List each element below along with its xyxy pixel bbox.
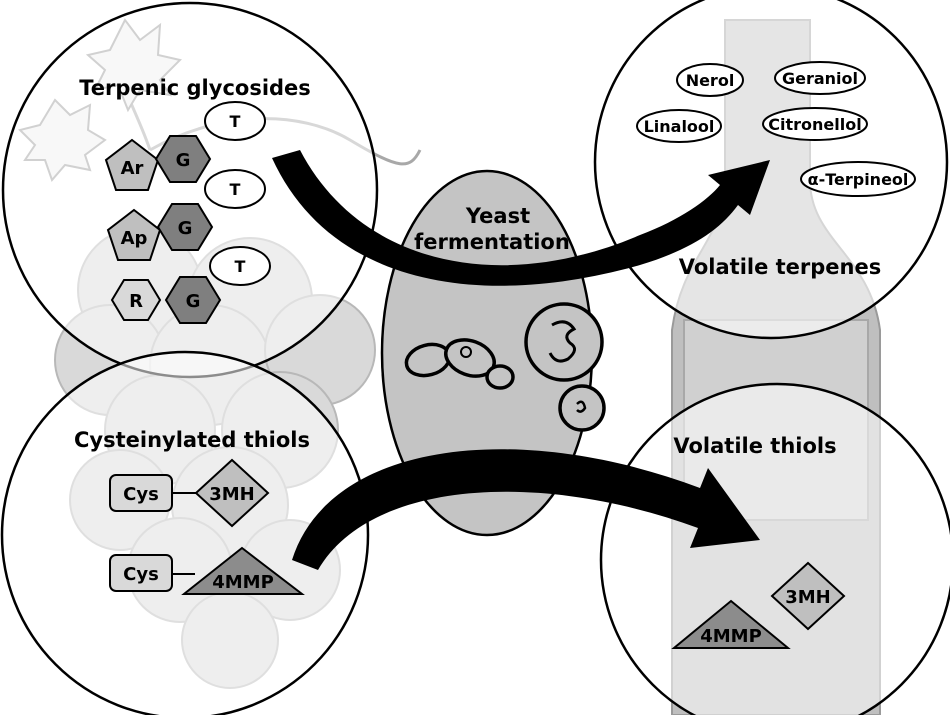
terpenic-glycosides-title: Terpenic glycosides [79, 76, 311, 100]
volatile-thiols-title: Volatile thiols [673, 434, 836, 458]
svg-text:Cys: Cys [123, 484, 159, 505]
svg-text:4MMP: 4MMP [212, 572, 274, 593]
glucose-hexagon [164, 276, 222, 324]
svg-text:Geraniol: Geraniol [782, 69, 858, 88]
sugar-label: G [176, 150, 191, 171]
terpene-label: T [230, 180, 241, 199]
terpenic-glycosides-panel: Terpenic glycosides T Ar G T Ap G T R G [1, 1, 379, 379]
free-3mh-diamond [770, 561, 846, 631]
cysteinylated-thiols-panel: Cysteinylated thiols Cys 3MH Cys 4MMP [0, 350, 370, 715]
cysteinylated-thiols-title: Cysteinylated thiols [74, 428, 310, 452]
cys-4mmp-conjugate: Cys 4MMP [109, 546, 305, 595]
volatile-thiols-panel: Volatile thiols 3MH 4MMP [599, 382, 950, 715]
compound-geraniol: Geraniol [774, 61, 866, 95]
apiose-pentagon [106, 208, 162, 261]
compound-nerol: Nerol [676, 63, 744, 97]
thiol-4mmp-triangle [181, 546, 305, 595]
volatile-terpenes-panel: Nerol Geraniol Linalool Citronellol α-Te… [593, 0, 949, 340]
glucose-hexagon [154, 135, 212, 183]
terpene-label: T [230, 112, 241, 131]
compound-alpha-terpineol: α-Terpineol [800, 161, 916, 197]
budding-yeast-icon [404, 338, 515, 390]
aglycone-label: R [129, 291, 143, 312]
glycoside-row-2: T Ap G [106, 169, 266, 261]
curved-arrow-top [272, 150, 770, 286]
svg-text:3MH: 3MH [209, 484, 255, 505]
curved-arrow-bottom [292, 449, 760, 570]
yeast-ascus-icon [524, 302, 606, 432]
cys-3mh-conjugate: Cys 3MH [109, 458, 270, 528]
free-4mmp-triangle [671, 599, 791, 649]
glucose-hexagon [156, 203, 214, 251]
yeast-label-line1: Yeast [465, 204, 530, 228]
terpene-ellipse [209, 246, 271, 286]
aglycone-label: Ap [121, 228, 148, 249]
compound-linalool: Linalool [636, 109, 722, 143]
sugar-label: G [178, 218, 193, 239]
rhamnose-hexagon [110, 279, 162, 321]
glycoside-row-1: T Ar G [104, 101, 266, 191]
svg-text:3MH: 3MH [785, 587, 831, 608]
yeast-label-line2: fermentation [414, 230, 570, 254]
arrow-thiols-release [292, 449, 760, 570]
thiol-3mh-diamond [194, 458, 270, 528]
svg-text:α-Terpineol: α-Terpineol [808, 170, 909, 189]
svg-text:Citronellol: Citronellol [768, 115, 861, 134]
arrow-terpenes-release [272, 150, 770, 286]
arabinose-pentagon [104, 138, 160, 191]
compound-citronellol: Citronellol [762, 107, 868, 141]
cysteinylated-thiols-circle [0, 350, 370, 715]
volatile-terpenes-title: Volatile terpenes [679, 255, 882, 279]
svg-text:4MMP: 4MMP [700, 626, 762, 647]
terpene-label: T [235, 257, 246, 276]
svg-text:Cys: Cys [123, 564, 159, 585]
volatile-thiols-circle [599, 382, 950, 715]
svg-text:Linalool: Linalool [644, 117, 715, 136]
glycoside-row-3: T R G [110, 246, 271, 324]
sugar-label: G [186, 291, 201, 312]
svg-text:Nerol: Nerol [686, 71, 735, 90]
terpene-ellipse [204, 101, 266, 141]
aglycone-label: Ar [121, 158, 144, 179]
terpene-ellipse [204, 169, 266, 209]
